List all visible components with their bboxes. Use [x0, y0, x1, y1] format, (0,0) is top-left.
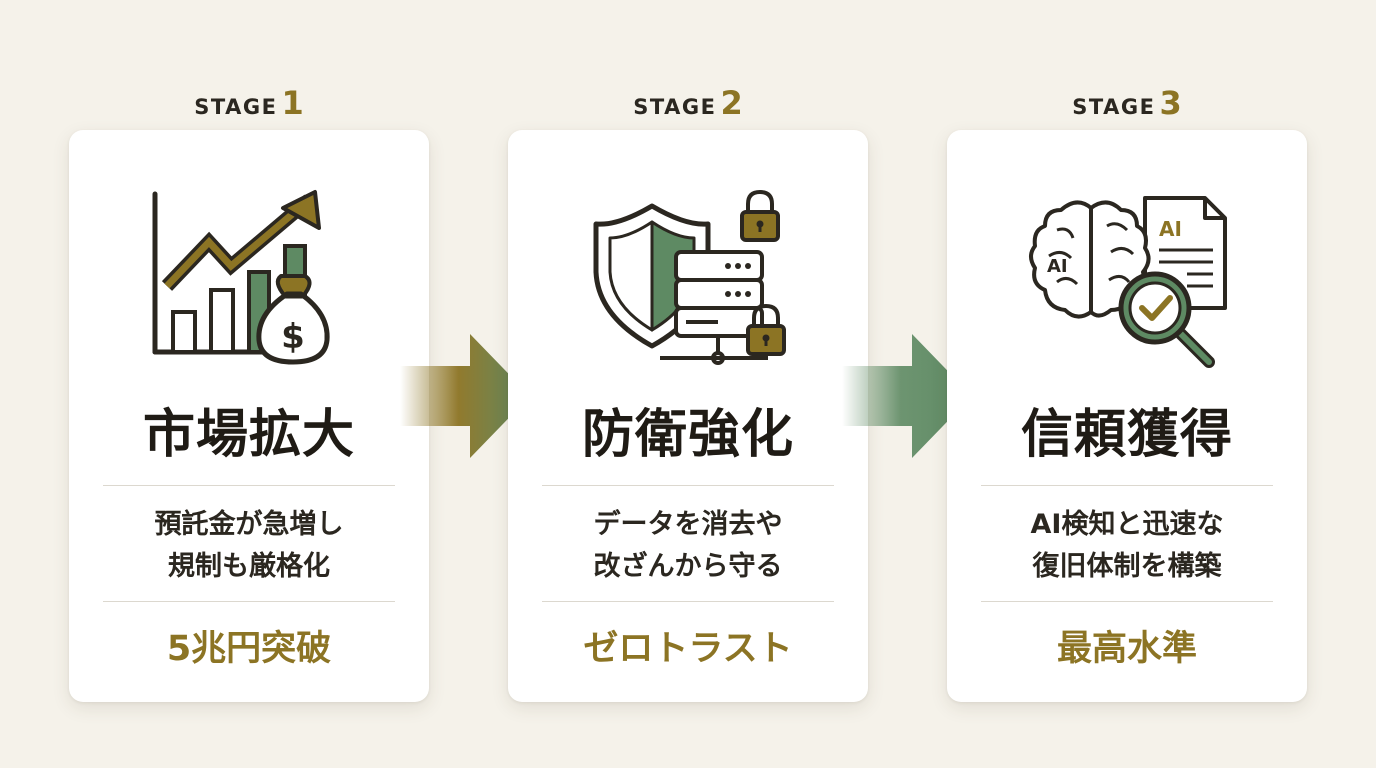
stage-3-highlight: 最高水準 [1056, 629, 1197, 669]
stage-2-label-word: STAGE [633, 95, 717, 119]
stage-3-title: 信頼獲得 [1020, 404, 1233, 465]
stage-2-description-line-1: データを消去や [593, 509, 783, 540]
stage-2-highlight: ゼロトラスト [583, 629, 793, 669]
svg-text:$: $ [281, 317, 305, 357]
ai-brain-document-check-icon: AI AI [1027, 186, 1227, 376]
shield-server-lock-icon [588, 186, 788, 376]
stage-1-description: 預託金が急増し 規制も厳格化 [69, 504, 429, 588]
stage-3-label-number: 3 [1159, 84, 1182, 122]
stage-3-label-word: STAGE [1072, 95, 1156, 119]
stage-2-description: データを消去や 改ざんから守る [508, 504, 868, 588]
stage-1-highlight: 5兆円突破 [166, 629, 332, 669]
arrow-right-gold-icon [400, 334, 530, 458]
stage-2-description-line-2: 改ざんから守る [593, 551, 783, 582]
stage-2-card: 防衛強化 データを消去や 改ざんから守る ゼロトラスト [508, 130, 868, 702]
document-ai-text: AI [1159, 217, 1182, 241]
stage-3-description: AI検知と迅速な 復旧体制を構築 [947, 504, 1307, 588]
stage-3-description-line-2: 復旧体制を構築 [1032, 551, 1222, 582]
stage-1-divider-top [103, 485, 395, 486]
stage-1-card: $ 市場拡大 預託金が急増し 規制も厳格化 5兆円突破 [69, 130, 429, 702]
stage-1-label-word: STAGE [194, 95, 278, 119]
stage-3-card: AI AI 信頼獲得 AI検知と迅速な 復旧体制を構築 最高水準 [947, 130, 1307, 702]
stage-3-description-line-1: AI検知と迅速な [1030, 509, 1224, 540]
stage-1-label-number: 1 [281, 84, 304, 122]
stage-1-title: 市場拡大 [142, 404, 355, 465]
growth-chart-money-bag-icon: $ [149, 186, 349, 376]
stage-3-divider-bottom [981, 601, 1273, 602]
stage-2-title: 防衛強化 [581, 404, 794, 465]
stage-2-label-number: 2 [720, 84, 743, 122]
stage-2-divider-bottom [542, 601, 834, 602]
stage-1-description-line-2: 規制も厳格化 [168, 551, 330, 582]
arrow-right-green-icon [842, 334, 972, 458]
brain-ai-text: AI [1047, 256, 1068, 277]
stage-1-description-line-1: 預託金が急増し [154, 509, 344, 540]
stage-2-divider-top [542, 485, 834, 486]
stage-3-divider-top [981, 485, 1273, 486]
stage-1-divider-bottom [103, 601, 395, 602]
